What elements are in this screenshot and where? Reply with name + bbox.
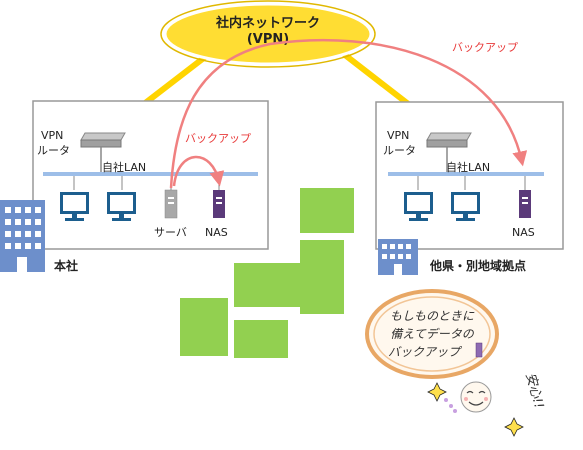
hq-router-label: VPN <box>41 129 63 142</box>
hq-server-label: サーバ <box>154 226 187 239</box>
cloud-title: 社内ネットワーク <box>215 15 320 31</box>
router-icon <box>80 132 126 172</box>
monitor-icon <box>107 176 136 221</box>
speech-bubble: もしものときに 備えてデータの バックアップ <box>365 289 499 379</box>
branch-router-label: ルータ <box>383 144 416 157</box>
local-backup-label: バックアップ <box>185 132 251 145</box>
hq-lan-label: 自社LAN <box>102 160 146 174</box>
bubble-line-3: バックアップ <box>388 345 463 359</box>
hq-nas-label: NAS <box>205 226 228 239</box>
branch-router-label: VPN <box>387 129 409 142</box>
sparkle-icon <box>427 382 524 437</box>
branch-site-label: 他県・別地域拠点 <box>429 258 526 273</box>
building-icon <box>378 239 418 275</box>
hq-lan-bar <box>43 172 258 176</box>
sparkle-icon <box>444 398 457 413</box>
local-backup-arrow <box>172 155 225 187</box>
hq-site-label: 本社 <box>54 258 78 273</box>
anshin-text: 安心!! <box>522 371 546 410</box>
remote-backup-arrow <box>169 38 528 189</box>
branch-lan-label: 自社LAN <box>446 160 490 174</box>
bubble-line-1: もしものときに <box>390 309 475 323</box>
branch-lan-bar <box>388 172 544 176</box>
smiley-icon <box>460 381 492 413</box>
vpn-cloud: 社内ネットワーク (VPN) <box>160 0 376 68</box>
branch-nas-label: NAS <box>512 226 535 239</box>
monitor-icon <box>451 176 480 221</box>
japan-map <box>180 188 354 358</box>
monitor-icon <box>404 176 433 221</box>
remote-backup-label: バックアップ <box>452 41 518 54</box>
hq-router-label: ルータ <box>37 144 70 157</box>
monitor-icon <box>60 176 89 221</box>
nas-icon <box>475 342 483 358</box>
building-icon <box>0 200 45 272</box>
bubble-line-2: 備えてデータの <box>390 327 474 341</box>
router-icon <box>426 132 472 172</box>
nas-icon <box>519 176 531 218</box>
